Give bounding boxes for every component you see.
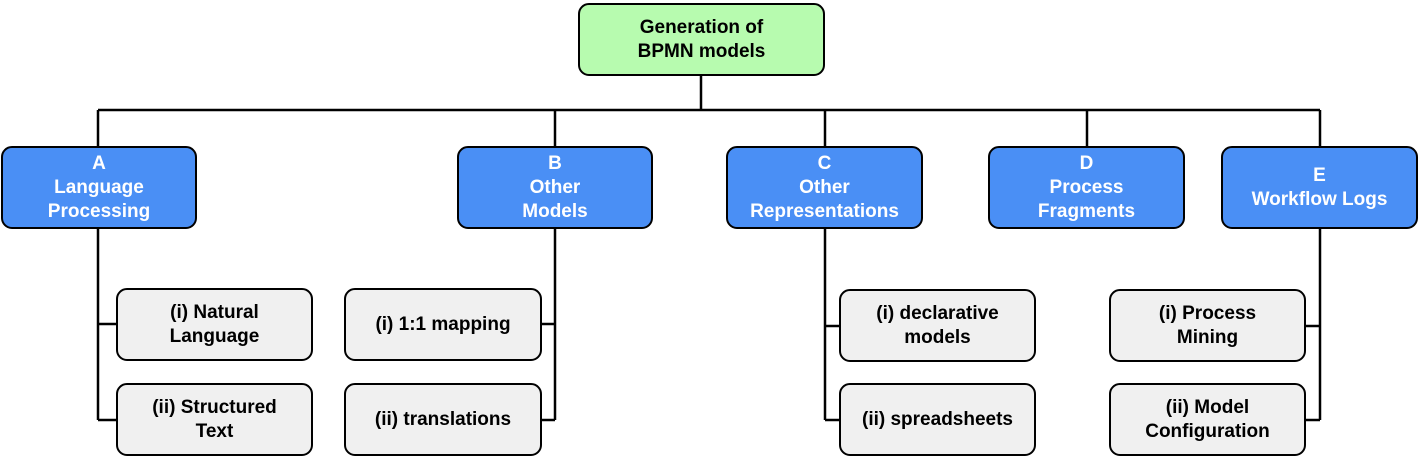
leaf-a-1-line-2: Language [169, 325, 260, 347]
root-label-line-1: Generation of [639, 16, 764, 38]
category-a-label-line-1: Language [54, 176, 144, 198]
leaf-b-2-line-1: (ii) translations [374, 408, 512, 430]
category-b-label-line-1: Other [529, 176, 581, 198]
category-a-node: A Language Processing [1, 146, 197, 229]
category-b-label-line-2: Models [522, 200, 588, 222]
leaf-a-2-line-1: (ii) Structured [152, 396, 277, 418]
category-e-node: E Workflow Logs [1221, 146, 1418, 229]
leaf-e-1: (i) Process Mining [1109, 289, 1306, 362]
root-label-line-2: BPMN models [637, 40, 766, 62]
leaf-e-2-line-2: Configuration [1145, 420, 1270, 442]
leaf-b-1-line-1: (i) 1:1 mapping [375, 313, 511, 335]
leaf-a-1: (i) Natural Language [116, 288, 313, 361]
leaf-e-2-line-1: (ii) Model [1165, 396, 1250, 418]
category-d-letter: D [1079, 152, 1094, 174]
category-a-label-line-2: Processing [47, 200, 151, 222]
category-c-letter: C [817, 152, 832, 174]
category-a-letter: A [92, 152, 106, 174]
category-d-node: D Process Fragments [988, 146, 1185, 229]
leaf-a-2: (ii) Structured Text [116, 383, 313, 456]
category-e-label-line-1: Workflow Logs [1251, 188, 1388, 210]
leaf-c-2-line-1: (ii) spreadsheets [862, 408, 1013, 430]
category-b-letter: B [548, 152, 562, 174]
leaf-b-1: (i) 1:1 mapping [344, 288, 542, 361]
category-d-label-line-1: Process [1049, 176, 1124, 198]
category-e-letter: E [1313, 164, 1326, 186]
leaf-e-1-line-1: (i) Process [1158, 302, 1257, 324]
root-node: Generation of BPMN models [578, 3, 825, 76]
leaf-c-1-line-2: models [904, 326, 971, 348]
leaf-a-1-line-1: (i) Natural [170, 301, 259, 323]
category-c-label-line-1: Other [799, 176, 850, 198]
leaf-e-2: (ii) Model Configuration [1109, 383, 1306, 456]
leaf-c-2: (ii) spreadsheets [839, 383, 1036, 456]
leaf-a-2-line-2: Text [195, 420, 234, 442]
category-c-label-line-2: Representations [750, 200, 899, 222]
category-d-label-line-2: Fragments [1037, 200, 1136, 222]
leaf-e-1-line-2: Mining [1176, 326, 1239, 348]
leaf-c-1-line-1: (i) declarative [876, 302, 999, 324]
leaf-b-2: (ii) translations [344, 383, 542, 456]
category-b-node: B Other Models [457, 146, 653, 229]
category-c-node: C Other Representations [726, 146, 923, 229]
leaf-c-1: (i) declarative models [839, 289, 1036, 362]
